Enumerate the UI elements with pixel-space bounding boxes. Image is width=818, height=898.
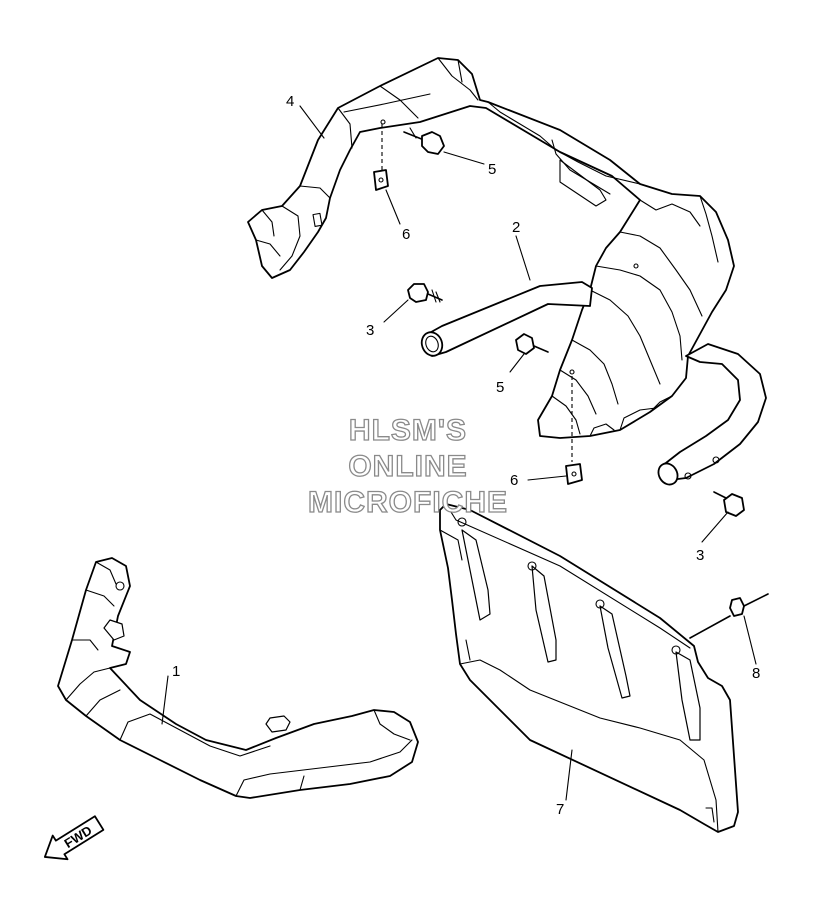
- part-5-screw-upper[interactable]: [403, 127, 445, 155]
- callout-2: 2: [512, 219, 520, 236]
- callout-6-lower: 6: [510, 472, 518, 489]
- watermark-line-1: HLSM'S: [349, 414, 467, 447]
- part-1-front-bumper[interactable]: [57, 557, 419, 799]
- callout-5-middle: 5: [496, 379, 504, 396]
- callout-6-upper: 6: [402, 226, 410, 243]
- part-5-screw-middle[interactable]: [515, 333, 549, 355]
- part-3-bolt-right[interactable]: [713, 491, 745, 517]
- part-7-flap[interactable]: [439, 503, 739, 833]
- part-8-rivet[interactable]: [689, 593, 769, 639]
- callout-8: 8: [752, 665, 760, 682]
- part-6-nut-upper[interactable]: [373, 169, 389, 191]
- leader-lines: [161, 105, 757, 801]
- fwd-arrow-icon: FWD: [43, 815, 105, 861]
- part-2-tube[interactable]: [418, 281, 767, 488]
- part-6-nut-lower[interactable]: [565, 463, 583, 485]
- callout-7: 7: [556, 801, 564, 818]
- callout-1: 1: [172, 663, 180, 680]
- watermark: HLSM'S ONLINE MICROFICHE: [307, 413, 508, 519]
- watermark-line-2: ONLINE: [348, 450, 467, 483]
- watermark-line-3: MICROFICHE: [308, 486, 508, 519]
- callout-4: 4: [286, 93, 294, 110]
- part-3-bolt-left[interactable]: [407, 283, 443, 303]
- part-4-upper-cover[interactable]: [247, 57, 735, 439]
- callout-3-left: 3: [366, 322, 374, 339]
- callout-5-upper: 5: [488, 161, 496, 178]
- callout-3-right: 3: [696, 547, 704, 564]
